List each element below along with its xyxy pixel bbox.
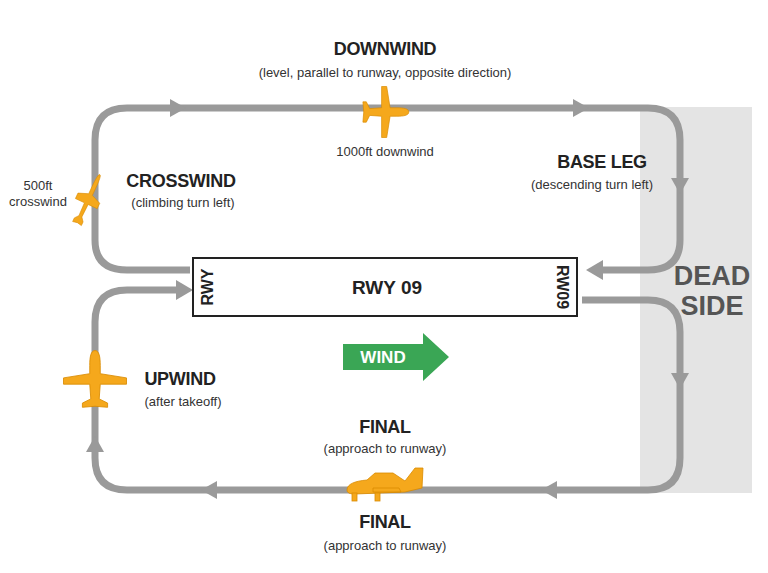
altitude-note: 500ft crosswind: [3, 178, 73, 209]
arrowhead: [176, 280, 193, 300]
circuit-arrowheads: [86, 99, 689, 499]
downwind-airplane: [363, 87, 409, 138]
runway-name: RWY 09: [352, 278, 422, 297]
crosswind-airplane: [66, 170, 111, 229]
arrowhead: [541, 481, 557, 499]
landing-gear: [352, 493, 357, 501]
leg-name: UPWIND: [144, 369, 215, 391]
landing-gear: [375, 493, 380, 501]
leg-name: FINAL: [359, 512, 411, 534]
upwind-airplane: [64, 351, 127, 408]
runway-end-label: RW09: [554, 265, 570, 309]
leg-description: (approach to runway): [324, 538, 447, 554]
dead-side-label: DEAD SIDE: [670, 262, 754, 321]
leg-name: DOWNWIND: [334, 39, 437, 61]
lower-circuit: [95, 290, 680, 490]
arrowhead: [86, 436, 104, 452]
leg-description: (level, parallel to runway, opposite dir…: [259, 65, 512, 81]
leg-name: BASE LEG: [557, 152, 647, 174]
leg-description: (approach to runway): [324, 441, 447, 457]
arrowhead: [201, 481, 217, 499]
runway-box: RWY RWY 09 RW09: [192, 257, 578, 317]
leg-name: CROSSWIND: [126, 171, 235, 193]
wind-arrow: WIND: [343, 333, 449, 381]
dead-side-band: DEAD SIDE: [640, 107, 752, 493]
leg-description: (descending turn left): [531, 177, 653, 193]
circuit-lines: [95, 108, 680, 490]
final-airplane: [347, 468, 423, 494]
arrowhead: [170, 99, 186, 117]
runway-end-label: RWY: [200, 268, 216, 305]
leg-description: (climbing turn left): [131, 195, 234, 211]
wind-arrow-outline: [343, 333, 449, 381]
leg-name: FINAL: [359, 417, 411, 439]
arrowhead: [671, 373, 689, 389]
arrowhead: [573, 99, 589, 117]
leg-description: (after takeoff): [144, 394, 221, 410]
wind-label: WIND: [360, 349, 405, 366]
arrowhead: [586, 260, 603, 280]
altitude-note: 1000ft downwind: [336, 144, 434, 160]
arrowhead: [671, 178, 689, 194]
